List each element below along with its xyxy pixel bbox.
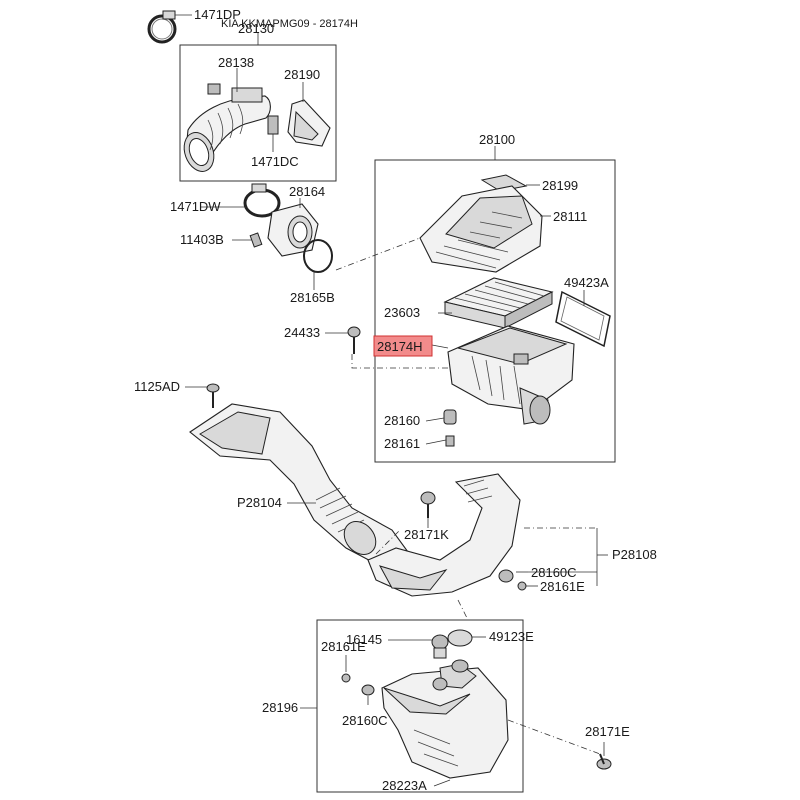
label-24433: 24433 xyxy=(284,325,320,340)
bolt-1125ad xyxy=(206,383,220,408)
label-23603: 23603 xyxy=(384,305,420,320)
label-1125ad: 1125AD xyxy=(134,379,180,394)
label-11403b: 11403B xyxy=(180,232,224,247)
label-28130: 28130 xyxy=(238,21,274,36)
resonator-28190 xyxy=(287,99,331,147)
label-sticker-28199 xyxy=(480,174,528,192)
label-28174h-highlighted[interactable]: 28174H xyxy=(377,339,423,354)
label-28161e-mid: 28161E xyxy=(540,579,585,594)
gasket-28165b xyxy=(303,239,333,273)
bolt-11403b xyxy=(249,232,263,248)
bolt-24433 xyxy=(347,326,361,354)
label-28164: 28164 xyxy=(289,184,325,199)
label-49123e: 49123E xyxy=(489,629,534,644)
label-28160c-mid: 28160C xyxy=(531,565,577,580)
label-28161e-lower: 28161E xyxy=(321,639,366,654)
gasket-49423a xyxy=(555,290,611,348)
highlighted-part-box[interactable] xyxy=(373,335,433,357)
bolt-28161 xyxy=(445,435,455,447)
diagram-header: KIA KKMAPMG09 - 28174H xyxy=(221,18,358,30)
airflow-sensor-28164 xyxy=(267,203,319,257)
label-28160: 28160 xyxy=(384,413,420,428)
label-28171k: 28171K xyxy=(404,527,449,542)
resonator-duct-p28108 xyxy=(367,473,521,597)
label-28160c-lower: 28160C xyxy=(342,713,388,728)
label-1471dw: 1471DW xyxy=(170,199,221,214)
clip-1471dc xyxy=(267,115,279,152)
grommet-28160c-lower xyxy=(361,684,375,696)
label-28223a: 28223A xyxy=(382,778,427,793)
label-28190: 28190 xyxy=(284,67,320,82)
grommet-28160 xyxy=(443,409,457,425)
bolt-28171e xyxy=(596,753,612,770)
bolt-28161e-lower xyxy=(341,673,351,683)
label-p28108: P28108 xyxy=(612,547,657,562)
air-cleaner-body xyxy=(447,325,575,425)
label-1471dp: 1471DP xyxy=(194,7,241,22)
label-28171e: 28171E xyxy=(585,724,630,739)
cap-49123e xyxy=(447,629,473,673)
clamp-1471dw xyxy=(243,183,281,218)
label-p28104: P28104 xyxy=(237,495,282,510)
label-28100: 28100 xyxy=(479,132,515,147)
label-28161: 28161 xyxy=(384,436,420,451)
label-16145: 16145 xyxy=(346,632,382,647)
label-28199: 28199 xyxy=(542,178,578,193)
cap-16145 xyxy=(431,634,449,659)
filter-element-23603 xyxy=(443,277,554,329)
label-28138: 28138 xyxy=(218,55,254,70)
air-cleaner-cover-28111 xyxy=(419,185,543,273)
group-box-28196 xyxy=(316,619,524,793)
intake-hose-28138 xyxy=(183,83,271,172)
label-49423a: 49423A xyxy=(564,275,609,290)
label-1471dc: 1471DC xyxy=(251,154,299,169)
label-28111: 28111 xyxy=(553,209,587,224)
clamp-1471dp xyxy=(147,10,192,44)
bolt-28171k xyxy=(420,491,436,518)
leader-lines xyxy=(185,33,608,787)
label-28196: 28196 xyxy=(262,700,298,715)
resonator-28196 xyxy=(381,663,509,779)
intake-duct-p28104 xyxy=(189,403,409,569)
label-28165b: 28165B xyxy=(290,290,335,305)
grommet-28160c-mid xyxy=(498,569,514,583)
bolt-28161e-mid xyxy=(517,581,527,591)
